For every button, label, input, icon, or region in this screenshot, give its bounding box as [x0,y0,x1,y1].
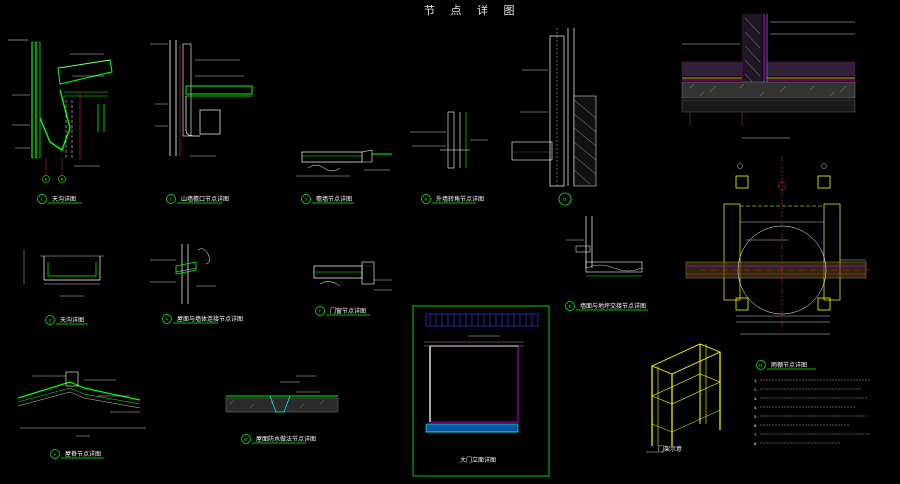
note-line-7: 7. [754,433,757,437]
note-line-4: 4. [754,406,757,410]
detail-4-drawing [150,244,216,304]
detail-7-number: 7 [319,310,321,314]
detail-5-number: 5 [305,198,307,202]
axis-marker-1b: B [61,177,64,181]
detail-1-label [37,194,82,204]
note-line-8: 8. [754,442,757,446]
detail-9-title: 屋脊节点详图 [65,450,101,458]
detail-3-number: 3 [49,319,51,323]
detail-8-drawing [566,216,643,277]
detail-4-label [162,314,218,324]
sheet-title: 节 点 详 图 [424,3,521,17]
detail-8-number: 8 [569,305,572,309]
detail-3-title: 天沟详图 [60,316,84,324]
frame-label: 门架示意 [658,445,682,453]
detail-2-number: 2 [170,198,172,202]
detail-8-label [565,301,648,311]
detail-11-drawing [511,28,597,206]
detail-9-drawing [17,371,146,437]
door-elevation-title: 大门立面详图 [460,456,496,464]
detail-7-title: 门窗节点详图 [330,307,366,315]
floor-section-drawing [681,13,856,139]
detail-2-drawing [150,40,253,157]
detail-7-label [315,306,370,316]
detail-10-drawing [225,375,339,413]
detail-6-label [421,194,476,204]
detail-12-number: 12 [758,364,763,368]
detail-11-number: 11 [562,198,567,202]
detail-10-label [241,434,306,444]
detail-3-drawing [23,250,104,297]
detail-4-title: 屋面与墙体连接节点详图 [177,315,243,323]
note-line-2: 2. [754,388,757,392]
detail-5-title: 檐墙节点详图 [316,195,352,203]
detail-5-label [301,194,354,204]
note-line-6: 6. [754,424,757,428]
detail-10-number: 10 [243,438,248,442]
detail-10-title: 屋面防水做法节点详图 [256,435,316,443]
detail-9-number: 9 [54,453,57,457]
detail-1-title: 天沟详图 [52,195,76,203]
detail-8-title: 墙面与地坪交接节点详图 [580,302,646,310]
detail-7-drawing [313,261,392,291]
detail-3-label [45,315,88,325]
note-line-5: 5. [754,415,757,419]
detail-6-drawing [410,111,488,169]
axis-marker-1a: A [45,177,48,181]
detail-12-title: 雨棚节点详图 [771,361,807,369]
detail-6-title: 外墙转角节点详图 [436,195,484,203]
detail-12-plan-drawing [685,156,870,335]
frame-3d-drawing [646,343,722,453]
detail-1-number: 1 [41,198,43,202]
detail-6-number: 6 [425,198,428,202]
detail-2-label [166,194,222,204]
detail-1-drawing [8,39,113,183]
note-line-3: 3. [754,397,757,401]
detail-4-number: 4 [166,318,169,322]
detail-2-title: 山墙檐口节点详图 [181,195,229,203]
notes-block: 1. 2. 3. 4. 5. 6. 7. 8. [754,379,870,446]
note-line-1: 1. [754,379,757,383]
detail-12-label [756,360,816,370]
detail-9-label [50,449,104,459]
detail-5-drawing [296,149,392,177]
door-elevation-drawing [412,305,550,477]
